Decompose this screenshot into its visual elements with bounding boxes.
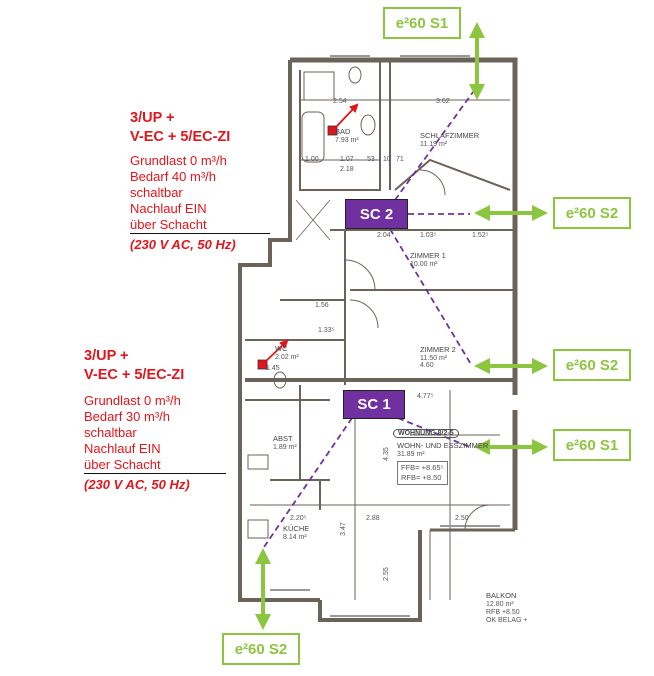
divider [84, 473, 226, 474]
vent-arrows [255, 22, 548, 630]
spec-line: Nachlauf EIN [130, 201, 207, 216]
dimension: 2.18 [340, 166, 354, 173]
spec-line: schaltbar [130, 185, 183, 200]
dimension: 1.07 [340, 156, 354, 163]
divider [130, 233, 270, 234]
dimension: 3.62 [436, 98, 450, 105]
walls [238, 55, 518, 622]
dimension: 1.03⁵ [420, 232, 437, 239]
dimension: 4.35 [382, 447, 390, 461]
fan-model-line2: V-EC + 5/EC-ZI [84, 367, 185, 383]
vent-label-zimmer2: e²60 S2 [553, 349, 631, 381]
fan-model-line1: 3/UP + [130, 110, 175, 126]
dimension: 1.56 [315, 302, 329, 309]
dimension: 2.50 [455, 515, 469, 522]
fan-model-line1: 3/UP + [84, 348, 129, 364]
spec-line: über Schacht [130, 217, 207, 232]
fan-model-line2: V-EC + 5/EC-ZI [130, 129, 231, 145]
fan-unit-wc [257, 359, 268, 370]
spec-line: Grundlast 0 m³/h [84, 393, 181, 408]
dimension: 10 [383, 156, 391, 163]
air-flow-paths [261, 91, 474, 551]
voltage: (230 V AC, 50 Hz) [84, 477, 190, 492]
fan-spec-upper: 3/UP + V-EC + 5/EC-ZI Grundlast 0 m³/h B… [130, 109, 270, 253]
dimension: 2.20⁵ [290, 515, 307, 522]
spec-line: Grundlast 0 m³/h [130, 153, 227, 168]
spec-line: über Schacht [84, 457, 161, 472]
shaft-sc1: SC 1 [343, 390, 405, 419]
spec-line: schaltbar [84, 425, 137, 440]
dimension: 1.45 [266, 365, 280, 372]
dimension: 53 [367, 156, 375, 163]
dimension: 1.52⁵ [472, 232, 489, 239]
dimension: 2.04 [377, 232, 391, 239]
fan-units [257, 103, 359, 370]
dimension: 2.88 [366, 515, 380, 522]
fan-unit-bad [327, 125, 338, 136]
dimension: 71 [396, 156, 404, 163]
vent-label-top: e²60 S1 [383, 7, 461, 39]
shaft-sc2: SC 2 [345, 199, 408, 229]
spec-line: Nachlauf EIN [84, 441, 161, 456]
dimension: 1.33⁵ [318, 327, 335, 334]
spec-line: Bedarf 40 m³/h [130, 169, 216, 184]
fan-spec-lower: 3/UP + V-EC + 5/EC-ZI Grundlast 0 m³/h B… [84, 347, 226, 493]
dimension: 3.47 [339, 522, 347, 536]
dimension: 4.77⁵ [417, 393, 434, 400]
dimension: 2.54 [333, 98, 347, 105]
apartment-tag: WOHNUNG 8/2-5 [393, 429, 459, 438]
vent-label-wohnen: e²60 S1 [553, 429, 631, 461]
dimension: 1.00 [305, 156, 319, 163]
vent-label-schlafzimmer: e²60 S2 [553, 197, 631, 229]
voltage: (230 V AC, 50 Hz) [130, 237, 236, 252]
vent-label-kueche: e²60 S2 [222, 633, 300, 665]
spec-line: Bedarf 30 m³/h [84, 409, 170, 424]
dimension: 4.60 [420, 362, 434, 369]
dimension: 2.55 [382, 567, 390, 581]
